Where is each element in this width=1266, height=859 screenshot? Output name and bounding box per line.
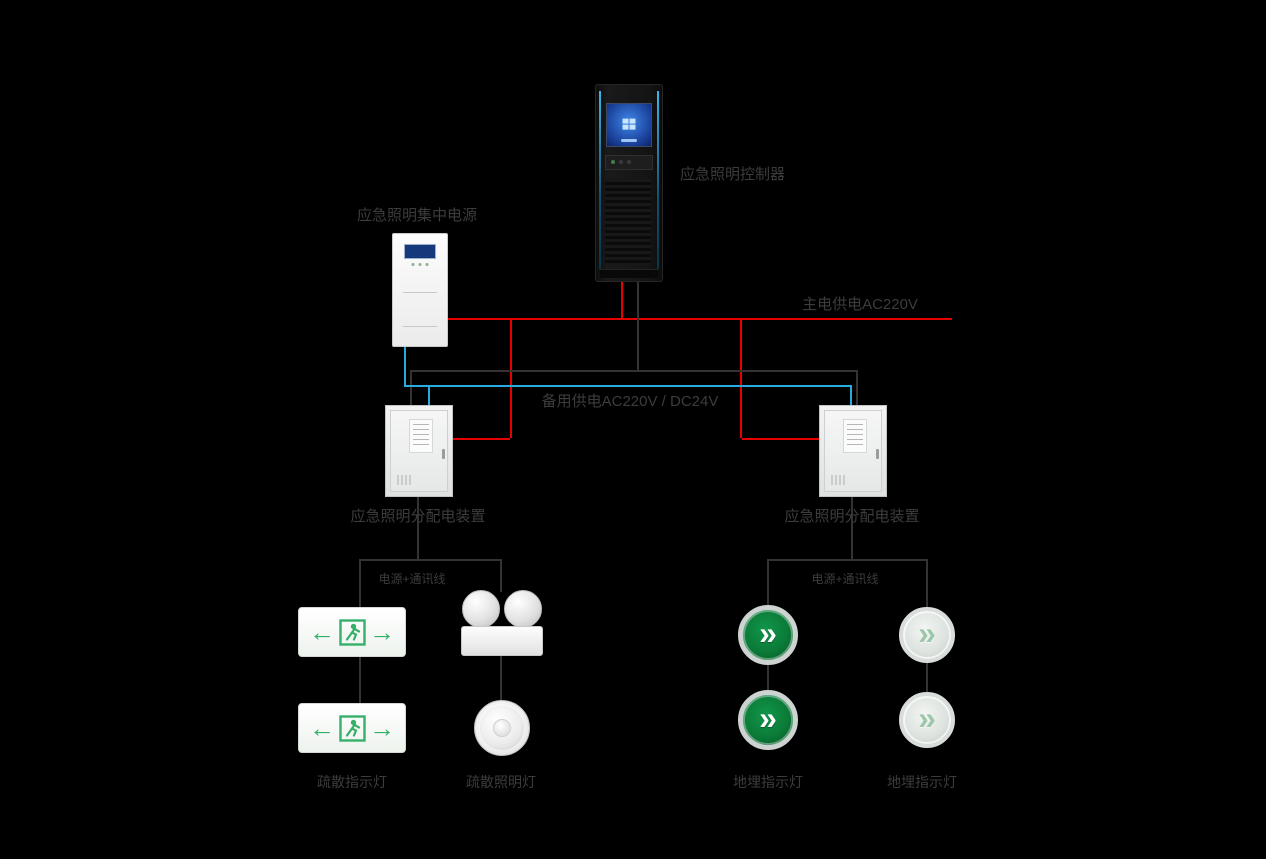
backup-power-right-drop [850, 387, 852, 406]
right-arrow-icon: → [369, 617, 395, 647]
double-arrow-icon: » [759, 615, 777, 651]
distribution-vent [397, 475, 413, 485]
buried-left-label: 地埋指示灯 [733, 774, 803, 790]
round-evac-lamp [474, 700, 530, 756]
central-power-label: 应急照明集中电源 [357, 207, 478, 224]
controller-cabinet [595, 84, 663, 282]
comm-drop-controller [637, 280, 639, 372]
left-branch-lamp-drop [500, 561, 502, 592]
lamp-head-left [462, 590, 500, 628]
backup-power-bus [404, 385, 852, 387]
green-lights-link [767, 665, 769, 690]
main-power-drop-controller [621, 280, 623, 320]
backup-power-label: 备用供电AC220V / DC24V [541, 393, 719, 410]
buried-light-green-1: » [738, 605, 798, 665]
main-power-bus [446, 318, 952, 320]
left-branch-stem [417, 495, 419, 560]
left-arrow-icon: ← [309, 713, 335, 743]
cabinet-vents [605, 179, 651, 265]
power-unit-display [404, 244, 436, 259]
cabinet-base [600, 269, 658, 278]
main-power-left-drop [510, 320, 512, 438]
right-branch-gray-drop [926, 561, 928, 607]
buried-right-label: 地埋指示灯 [887, 774, 957, 790]
buried-light-gray-2: » [899, 692, 955, 748]
backup-power-drop-supply [404, 345, 406, 387]
distribution-door [390, 410, 448, 492]
left-branch-exit-drop [359, 561, 361, 607]
branch-right-label: 电源+通讯线 [811, 572, 879, 586]
lamp-base [461, 626, 543, 656]
distribution-vent [831, 475, 847, 485]
exit-sign-2: ← → [298, 703, 406, 753]
power-unit-seam2 [403, 326, 437, 327]
distribution-right-label: 应急照明分配电装置 [784, 508, 920, 525]
cabinet-led-strip-right [657, 91, 659, 269]
power-unit-leds [411, 263, 429, 266]
distribution-door [824, 410, 882, 492]
comm-left-drop [410, 372, 412, 406]
twin-head-lamp [458, 588, 546, 656]
controller-control-panel [605, 155, 653, 170]
central-power-unit [392, 233, 448, 347]
distribution-handle [876, 449, 879, 459]
distribution-box-left [385, 405, 453, 497]
double-arrow-icon: » [918, 700, 936, 736]
screen-progress-bar [621, 139, 637, 142]
comm-right-drop [856, 372, 858, 406]
lamp-head-right [504, 590, 542, 628]
lamp-dome [493, 719, 511, 737]
lamps-link [500, 656, 502, 700]
controller-label: 应急照明控制器 [680, 166, 786, 183]
left-branch-bus [359, 559, 502, 561]
double-arrow-icon: » [759, 700, 777, 736]
left-arrow-icon: ← [309, 617, 335, 647]
buried-light-gray-1: » [899, 607, 955, 663]
right-branch-bus [767, 559, 928, 561]
distribution-nameplate [409, 419, 433, 453]
buried-light-green-2: » [738, 690, 798, 750]
exit-sign-1: ← → [298, 607, 406, 657]
main-power-right-drop [740, 320, 742, 438]
exit-signs-link [359, 657, 361, 703]
double-arrow-icon: » [918, 615, 936, 651]
branch-left-label: 电源+通讯线 [378, 572, 446, 586]
main-power-left-feed [450, 438, 510, 440]
running-man-icon [338, 714, 366, 742]
distribution-handle [442, 449, 445, 459]
backup-power-left-drop [428, 387, 430, 406]
power-unit-seam [403, 292, 437, 293]
main-power-right-feed [742, 438, 820, 440]
distribution-nameplate [843, 419, 867, 453]
distribution-box-right [819, 405, 887, 497]
comm-bus [410, 370, 858, 372]
controller-screen [606, 103, 652, 147]
exit-sign-label: 疏散指示灯 [317, 774, 387, 790]
right-branch-green-drop [767, 561, 769, 605]
evac-light-label: 疏散照明灯 [466, 774, 536, 790]
main-power-label: 主电供电AC220V [802, 296, 918, 313]
running-man-icon [338, 618, 366, 646]
distribution-left-label: 应急照明分配电装置 [350, 508, 486, 525]
windows-logo-icon [622, 118, 636, 130]
right-arrow-icon: → [369, 713, 395, 743]
right-branch-stem [851, 495, 853, 560]
gray-lights-link [926, 663, 928, 692]
cabinet-led-strip-left [599, 91, 601, 269]
